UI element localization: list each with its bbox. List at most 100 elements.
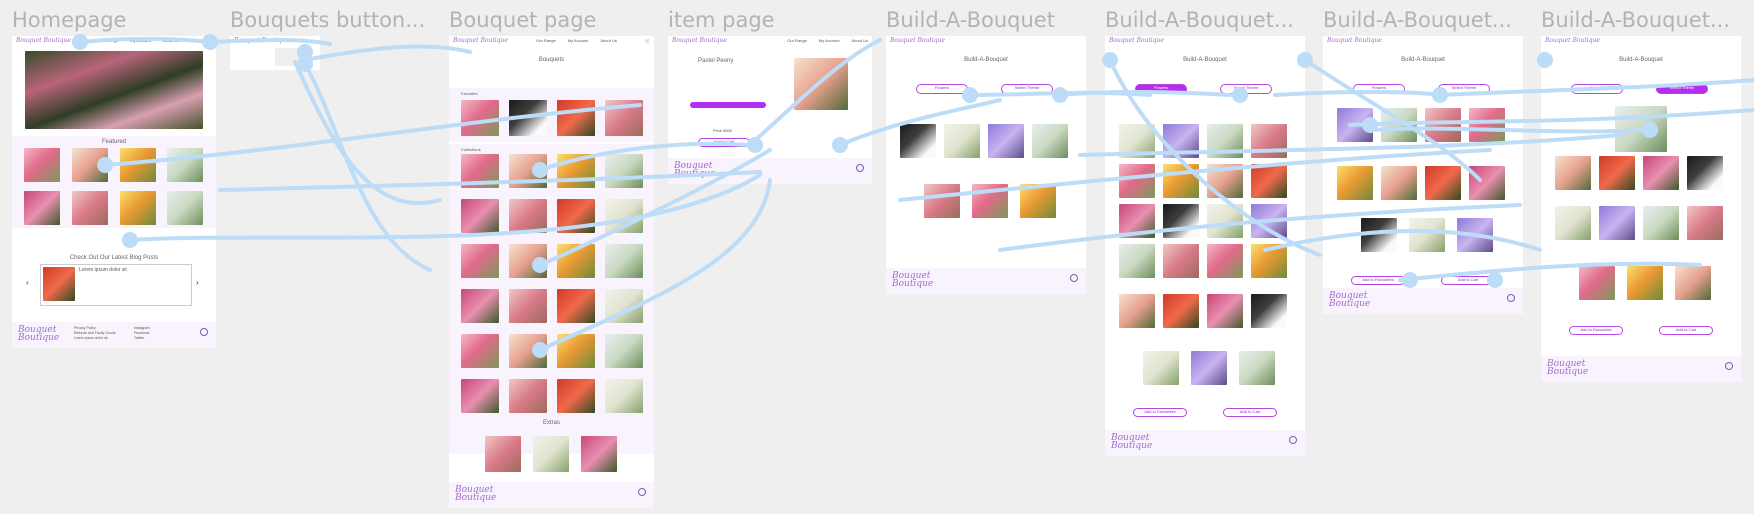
add-to-cart-button[interactable]: Add to Cart	[1441, 276, 1495, 285]
featured-item[interactable]	[72, 191, 108, 225]
featured-item[interactable]	[24, 191, 60, 225]
flowers-button[interactable]: Flowers	[1571, 84, 1623, 94]
gear-icon[interactable]	[1507, 294, 1515, 302]
flower-option[interactable]	[1599, 156, 1635, 190]
flowers-button[interactable]: Flowers	[916, 84, 968, 94]
product-tile[interactable]	[557, 379, 595, 413]
logo[interactable]: Bouquet Boutique	[1327, 37, 1382, 44]
product-tile[interactable]	[605, 199, 643, 233]
footer-logo[interactable]: Bouquet Boutique	[455, 485, 497, 503]
logo[interactable]: Bouquet Boutique	[16, 37, 71, 44]
flower-option[interactable]	[1251, 164, 1287, 198]
blog-card[interactable]: Lorem ipsum dolor sit	[40, 264, 192, 306]
flower-option[interactable]	[1381, 108, 1417, 142]
extra-tile[interactable]	[485, 436, 521, 472]
item-page-frame[interactable]: Bouquet Boutique Our Range My Account Abou…	[668, 36, 872, 184]
carousel-next-icon[interactable]: ›	[196, 278, 199, 287]
flower-option[interactable]	[1191, 351, 1227, 385]
flower-option[interactable]	[972, 184, 1008, 218]
flower-option[interactable]	[1119, 124, 1155, 158]
product-tile[interactable]	[557, 100, 595, 136]
flower-option[interactable]	[900, 124, 936, 158]
footer-logo[interactable]: Bouquet Boutique	[1329, 291, 1371, 309]
product-tile[interactable]	[461, 154, 499, 188]
select-theme-button[interactable]: Select Theme	[1438, 84, 1490, 94]
flower-option[interactable]	[1425, 108, 1461, 142]
logo[interactable]: Bouquet Boutique	[672, 37, 727, 44]
flower-option[interactable]	[1599, 206, 1635, 240]
extra-tile[interactable]	[533, 436, 569, 472]
flower-option[interactable]	[1119, 244, 1155, 278]
gear-icon[interactable]	[1070, 274, 1078, 282]
logo[interactable]: Bouquet Boutique	[234, 37, 289, 44]
product-tile[interactable]	[509, 154, 547, 188]
product-tile[interactable]	[605, 334, 643, 368]
gear-icon[interactable]	[856, 164, 864, 172]
product-tile[interactable]	[605, 244, 643, 278]
product-tile[interactable]	[605, 154, 643, 188]
product-tile[interactable]	[557, 334, 595, 368]
flowers-button[interactable]: Flowers	[1353, 84, 1405, 94]
logo[interactable]: Bouquet Boutique	[1109, 37, 1164, 44]
product-tile[interactable]	[509, 334, 547, 368]
flower-option[interactable]	[1020, 184, 1056, 218]
cart-icon[interactable]: 🛒	[207, 38, 212, 43]
cart-icon[interactable]: 🛒	[645, 38, 650, 43]
flower-option[interactable]	[1163, 204, 1199, 238]
featured-item[interactable]	[167, 191, 203, 225]
featured-item[interactable]	[120, 148, 156, 182]
flower-option[interactable]	[1627, 266, 1663, 300]
flower-option[interactable]	[1337, 108, 1373, 142]
extra-tile[interactable]	[581, 436, 617, 472]
featured-item[interactable]	[120, 191, 156, 225]
product-tile[interactable]	[461, 334, 499, 368]
nav-link[interactable]: My Account	[567, 38, 589, 43]
add-to-favourites-button[interactable]: Add to Favourites	[1569, 326, 1623, 335]
flower-option[interactable]	[1425, 166, 1461, 200]
add-to-cart-button[interactable]: Add to Cart	[698, 138, 750, 147]
footer-logo[interactable]: Bouquet Boutique	[1111, 433, 1153, 451]
bouquets-button-frame[interactable]: Bouquet Boutique	[230, 36, 320, 70]
add-to-favourites-button[interactable]: Add to Favourites	[1351, 276, 1405, 285]
flower-option[interactable]	[1457, 218, 1493, 252]
product-tile[interactable]	[557, 244, 595, 278]
flower-option[interactable]	[1555, 156, 1591, 190]
add-to-cart-button[interactable]: Add to Cart	[1659, 326, 1713, 335]
logo[interactable]: Bouquet Boutique	[1545, 37, 1600, 44]
nav-link[interactable]: Our Range	[787, 38, 807, 43]
carousel-prev-icon[interactable]: ‹	[26, 278, 29, 287]
product-tile[interactable]	[557, 154, 595, 188]
flower-option[interactable]	[1615, 106, 1667, 152]
flower-option[interactable]	[1687, 206, 1723, 240]
flower-option[interactable]	[1643, 156, 1679, 190]
footer-logo[interactable]: Bouquet Boutique	[674, 161, 716, 179]
featured-item[interactable]	[72, 148, 108, 182]
nav-link[interactable]: Our Range	[98, 38, 119, 43]
flower-option[interactable]	[1409, 218, 1445, 252]
product-tile[interactable]	[605, 289, 643, 323]
flower-option[interactable]	[1251, 124, 1287, 158]
featured-item[interactable]	[24, 148, 60, 182]
nav-link[interactable]: My Account	[130, 38, 151, 43]
nav-link[interactable]: About Us	[162, 38, 180, 43]
flowers-button[interactable]: Flowers	[1135, 84, 1187, 94]
flower-option[interactable]	[944, 124, 980, 158]
flower-option[interactable]	[988, 124, 1024, 158]
footer-logo[interactable]: Bouquet Boutique	[18, 325, 60, 343]
gear-icon[interactable]	[200, 328, 208, 336]
nav-link[interactable]: About Us	[851, 38, 868, 43]
nav-link[interactable]: My Account	[818, 38, 840, 43]
dropdown-menu[interactable]	[275, 48, 305, 66]
flower-option[interactable]	[1119, 204, 1155, 238]
flower-option[interactable]	[1207, 164, 1243, 198]
product-tile[interactable]	[461, 379, 499, 413]
flower-option[interactable]	[1643, 206, 1679, 240]
gear-icon[interactable]	[1289, 436, 1297, 444]
flower-option[interactable]	[1032, 124, 1068, 158]
flower-option[interactable]	[1207, 294, 1243, 328]
flower-option[interactable]	[1239, 351, 1275, 385]
